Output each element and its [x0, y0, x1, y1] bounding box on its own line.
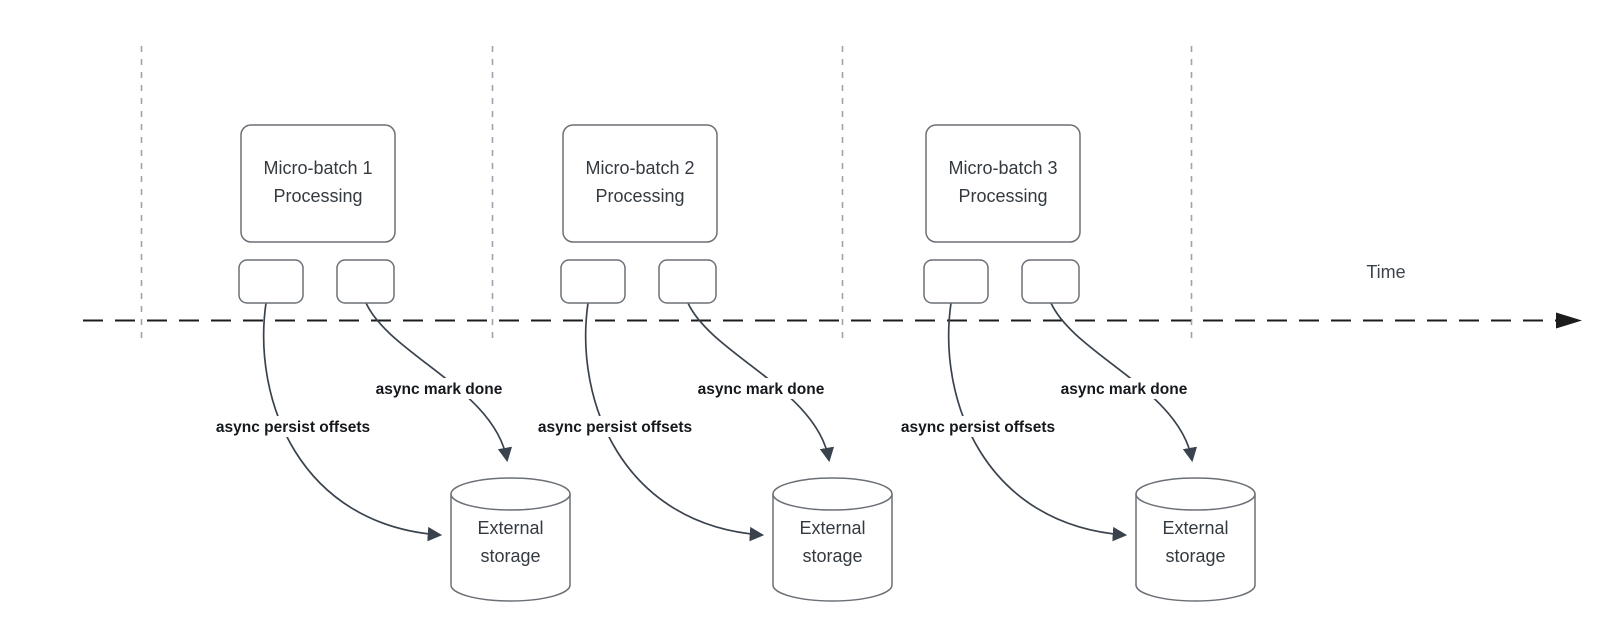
- external-storage-label-line2: storage: [480, 546, 540, 566]
- micro-batch-group-2: async persist offsets async mark done Mi…: [525, 124, 893, 602]
- external-storage-cylinder-body: [1135, 494, 1256, 602]
- persist-offsets-label-bg: [525, 416, 705, 437]
- sub-task-box-left: [238, 259, 304, 304]
- micro-batch-label-line1: Micro-batch 1: [263, 158, 372, 178]
- micro-batch-group-1: async persist offsets async mark done Mi…: [203, 124, 571, 602]
- mark-done-label-bg: [366, 378, 512, 399]
- mark-done-arrow: [365, 302, 513, 463]
- time-axis-arrowhead-icon: [1556, 312, 1582, 329]
- persist-offsets-arrow: [947, 302, 1128, 542]
- micro-batch-process-box: [925, 124, 1081, 243]
- micro-batch-group-3: async persist offsets async mark done Mi…: [888, 124, 1256, 602]
- external-storage-cylinder-top: [772, 477, 893, 511]
- micro-batch-label-line2: Processing: [595, 186, 684, 206]
- external-storage-cylinder-body: [772, 494, 893, 602]
- external-storage-cylinder-top: [1135, 477, 1256, 511]
- sub-task-box-right: [336, 259, 395, 304]
- external-storage-cylinder-top: [450, 477, 571, 511]
- mark-done-arrow: [1050, 302, 1198, 463]
- micro-batch-label-line2: Processing: [273, 186, 362, 206]
- micro-batch-label-line1: Micro-batch 2: [585, 158, 694, 178]
- sub-task-box-right: [1021, 259, 1080, 304]
- persist-offsets-label-bg: [888, 416, 1068, 437]
- external-storage-cylinder-body: [450, 494, 571, 602]
- sub-task-box-left: [560, 259, 626, 304]
- sub-task-box-right: [658, 259, 717, 304]
- micro-batch-process-box: [562, 124, 718, 243]
- persist-offsets-label-bg: [203, 416, 383, 437]
- mark-done-label-bg: [1051, 378, 1197, 399]
- micro-batch-process-box: [240, 124, 396, 243]
- external-storage-label-line2: storage: [802, 546, 862, 566]
- external-storage-label-line2: storage: [1165, 546, 1225, 566]
- persist-offsets-arrow: [262, 302, 443, 542]
- external-storage-label-line1: External: [1162, 518, 1228, 538]
- mark-done-label: async mark done: [376, 381, 503, 398]
- mark-done-label: async mark done: [698, 381, 825, 398]
- persist-offsets-arrow: [584, 302, 765, 542]
- persist-offsets-label: async persist offsets: [901, 419, 1055, 436]
- persist-offsets-label: async persist offsets: [538, 419, 692, 436]
- external-storage-label-line1: External: [799, 518, 865, 538]
- mark-done-arrow: [687, 302, 835, 463]
- micro-batch-label-line1: Micro-batch 3: [948, 158, 1057, 178]
- external-storage-label-line1: External: [477, 518, 543, 538]
- time-axis-label: Time: [1366, 262, 1405, 282]
- sub-task-box-left: [923, 259, 989, 304]
- mark-done-label: async mark done: [1061, 381, 1188, 398]
- persist-offsets-label: async persist offsets: [216, 419, 370, 436]
- micro-batch-label-line2: Processing: [958, 186, 1047, 206]
- mark-done-label-bg: [688, 378, 834, 399]
